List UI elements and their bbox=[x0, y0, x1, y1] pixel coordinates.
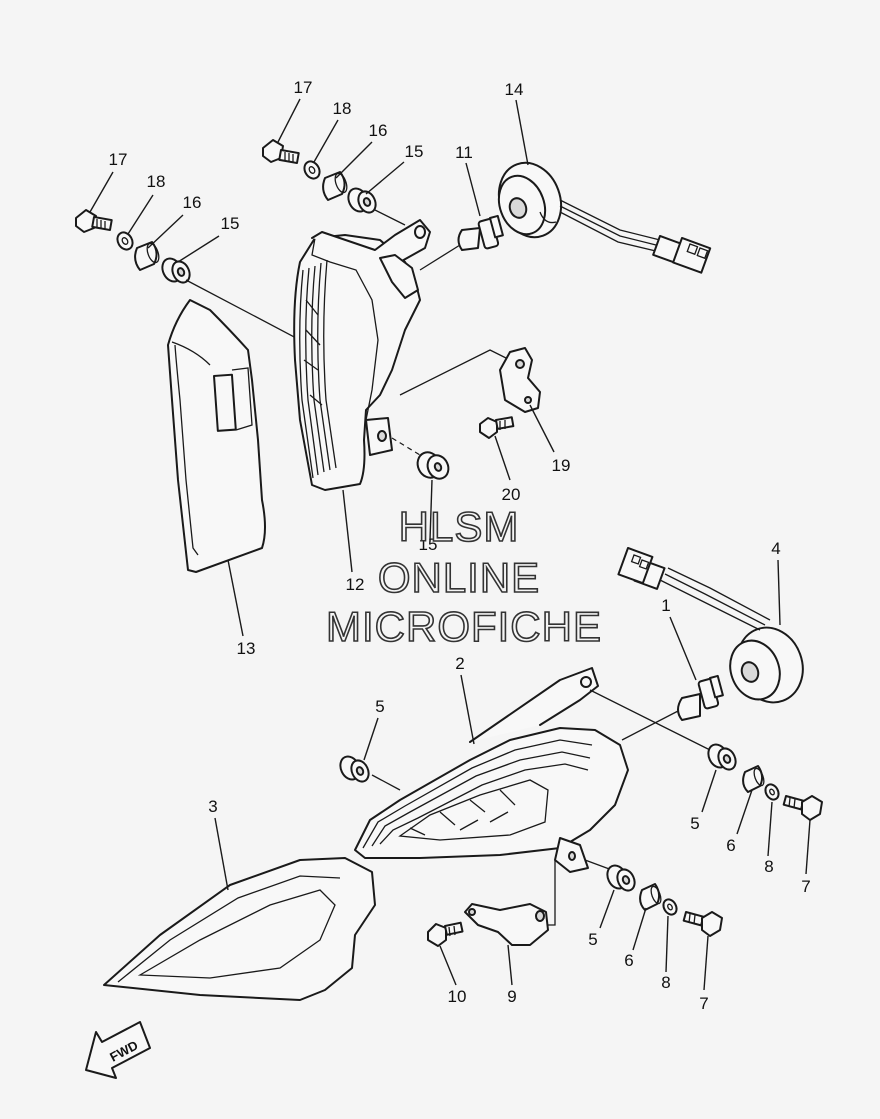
callout-5-right: 5 bbox=[690, 814, 699, 833]
part-6-collar-right bbox=[742, 765, 765, 793]
callout-14: 14 bbox=[505, 80, 524, 99]
part-4-socket-harness bbox=[617, 547, 804, 704]
part-18-washer-left bbox=[116, 231, 134, 251]
part-5-grommet-left bbox=[339, 755, 370, 783]
callout-9: 9 bbox=[507, 987, 516, 1006]
callout-17-top: 17 bbox=[294, 78, 313, 97]
part-9-bracket bbox=[464, 903, 549, 946]
callout-2: 2 bbox=[455, 654, 464, 673]
part-8-washer-right bbox=[764, 783, 780, 801]
assembly-line-lower-left bbox=[371, 774, 401, 791]
part-16-collar-left bbox=[134, 241, 160, 271]
fwd-arrow-icon: FWD bbox=[85, 1021, 151, 1079]
part-14-socket-harness bbox=[497, 161, 712, 274]
callout-7-right: 7 bbox=[801, 877, 810, 896]
part-11-bulb bbox=[457, 214, 504, 251]
callout-18-left: 18 bbox=[147, 172, 166, 191]
callout-10: 10 bbox=[448, 987, 467, 1006]
assembly-line-grommet-5c bbox=[584, 859, 613, 871]
part-1-bulb bbox=[677, 674, 724, 721]
assembly-line-lower-bulb bbox=[621, 709, 681, 741]
callout-11: 11 bbox=[455, 143, 473, 162]
assembly-line-lower-right bbox=[589, 689, 711, 751]
leader-lines bbox=[89, 98, 811, 991]
assembly-line-bulb bbox=[419, 244, 461, 271]
part-7-screw-right bbox=[782, 795, 823, 821]
callout-15-top: 15 bbox=[405, 142, 424, 161]
part-5-grommet-lower bbox=[606, 864, 636, 892]
callout-19: 19 bbox=[552, 456, 571, 475]
callout-1: 1 bbox=[661, 596, 670, 615]
callout-13: 13 bbox=[237, 639, 256, 658]
callout-18-top: 18 bbox=[333, 99, 352, 118]
callout-15-left: 15 bbox=[221, 214, 240, 233]
callout-7-lower: 7 bbox=[699, 994, 708, 1013]
part-15-grommet-lower bbox=[416, 451, 450, 480]
part-19-bracket bbox=[499, 347, 541, 413]
assembly-line-bracket bbox=[399, 349, 511, 396]
callout-4: 4 bbox=[771, 539, 780, 558]
part-17-screw-top bbox=[262, 139, 300, 164]
part-18-washer-top bbox=[303, 160, 321, 180]
part-15-grommet-left bbox=[161, 257, 191, 284]
callout-17-left: 17 bbox=[109, 150, 128, 169]
part-2-lamp-housing bbox=[354, 667, 629, 873]
callout-5-lower: 5 bbox=[588, 930, 597, 949]
callout-16-top: 16 bbox=[369, 121, 388, 140]
part-6-collar-lower bbox=[639, 883, 662, 911]
part-10-screw bbox=[427, 921, 464, 947]
part-8-washer-lower bbox=[662, 898, 678, 916]
part-13-lens-cover bbox=[167, 299, 266, 573]
callout-8-right: 8 bbox=[764, 857, 773, 876]
watermark-line-2: ONLINE bbox=[378, 554, 540, 601]
watermark-line-3: MICROFICHE bbox=[326, 603, 602, 650]
callout-5-left: 5 bbox=[375, 697, 384, 716]
part-3-lens-cover bbox=[103, 857, 376, 1001]
part-5-grommet-right bbox=[707, 743, 737, 771]
callout-6-right: 6 bbox=[726, 836, 735, 855]
assembly-line-upper-top bbox=[374, 209, 406, 226]
callout-3: 3 bbox=[208, 797, 217, 816]
callout-12: 12 bbox=[346, 575, 365, 594]
part-16-collar-top bbox=[322, 171, 348, 201]
callout-8-lower: 8 bbox=[661, 973, 670, 992]
part-7-screw-lower bbox=[682, 911, 723, 937]
part-12-lamp-housing bbox=[293, 219, 431, 491]
callout-numbers: 17 18 16 15 17 18 16 15 11 14 19 20 15 1… bbox=[109, 78, 811, 1013]
part-20-screw bbox=[479, 416, 515, 439]
part-15-grommet-top bbox=[347, 187, 377, 214]
callout-6-lower: 6 bbox=[624, 951, 633, 970]
watermark-line-1: HLSM bbox=[399, 503, 520, 550]
part-17-screw-left bbox=[75, 209, 113, 233]
callout-16-left: 16 bbox=[183, 193, 202, 212]
assembly-dash-grommet bbox=[391, 437, 421, 456]
watermark: HLSM ONLINE MICROFICHE bbox=[325, 502, 602, 651]
callout-15-lower: 15 bbox=[419, 535, 438, 554]
callout-20: 20 bbox=[502, 485, 521, 504]
